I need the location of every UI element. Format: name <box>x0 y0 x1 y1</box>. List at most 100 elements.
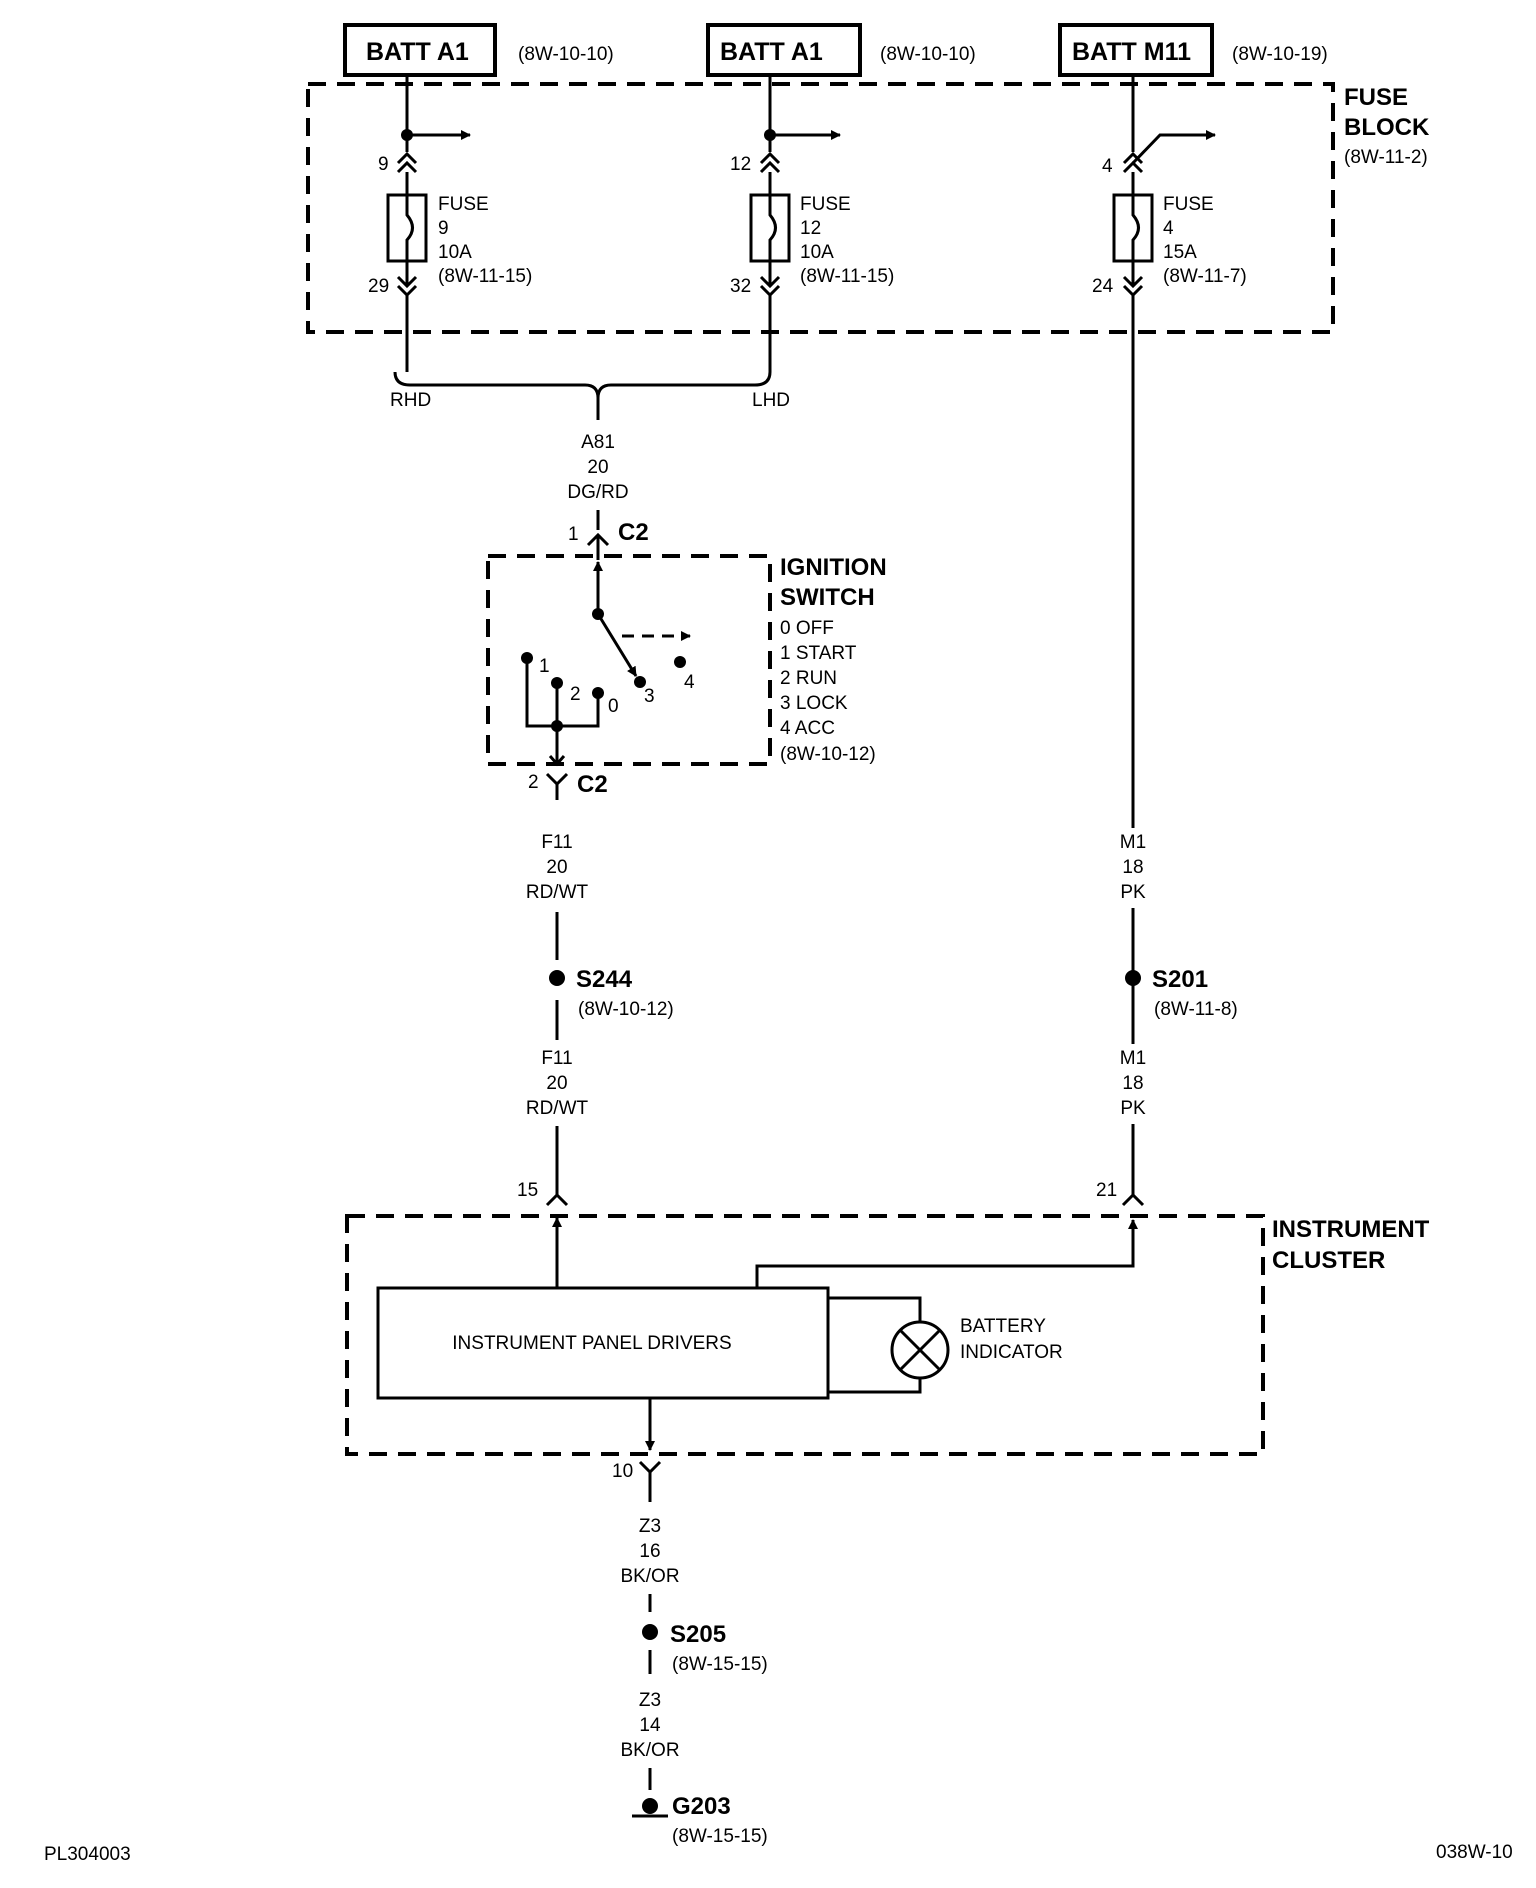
wire-a81: A81 20 DG/RD <box>567 432 629 530</box>
wire-gauge: 14 <box>639 1715 661 1736</box>
fuse-ref: (8W-11-15) <box>438 266 532 287</box>
fuse-rating: 10A <box>438 242 472 263</box>
contact-label-0: 0 <box>608 696 619 717</box>
ignition-switch-border <box>486 554 772 766</box>
fuse-number: 12 <box>800 218 821 239</box>
switch-ref: (8W-10-12) <box>780 744 876 765</box>
fuse-out-pin: 24 <box>1092 276 1114 297</box>
footer-left-id: PL304003 <box>44 1844 131 1865</box>
splice-dot <box>642 1624 658 1640</box>
ignition-switch-title: SWITCH <box>780 584 875 611</box>
splice-name: S244 <box>576 966 633 993</box>
wire-gauge: 16 <box>639 1541 660 1562</box>
wire-circuit: M1 <box>1120 832 1146 853</box>
wire-color: RD/WT <box>526 882 589 903</box>
source-label: BATT A1 <box>720 38 823 66</box>
fuse-block-title: BLOCK <box>1344 114 1430 141</box>
fuse-rating: 15A <box>1163 242 1197 263</box>
wire-gauge: 20 <box>587 457 608 478</box>
splice-name: S205 <box>670 1621 726 1648</box>
indicator-label: BATTERY <box>960 1316 1046 1337</box>
fuse-in-pin: 12 <box>730 154 751 175</box>
ignition-switch: 1 C2 3 4 1 2 0 2 C2 IGNITION SWITCH 0 OF… <box>486 519 887 800</box>
wire-circuit: F11 <box>541 832 572 853</box>
fuse-out-pin: 32 <box>730 276 751 297</box>
source-batt-a1-right: BATT A1 (8W-10-10) <box>706 23 976 77</box>
switch-position: 2 RUN <box>780 668 837 689</box>
wire-circuit: A81 <box>581 432 615 453</box>
wire-m1: M1 18 PK S201 (8W-11-8) M1 18 PK <box>1112 828 1238 1124</box>
source-label: BATT M11 <box>1072 38 1191 66</box>
contact-label-1: 1 <box>539 656 550 677</box>
ignition-switch-title: IGNITION <box>780 554 887 581</box>
wire-color: DG/RD <box>567 482 628 503</box>
cluster-pin: 21 <box>1096 1180 1117 1201</box>
instrument-cluster-title: CLUSTER <box>1272 1247 1385 1274</box>
switch-position: 4 ACC <box>780 718 835 739</box>
switch-position: 1 START <box>780 643 857 664</box>
wire-gauge: 18 <box>1122 857 1143 878</box>
fuse-9: 9 29 FUSE 9 10A (8W-11-15) <box>368 75 532 372</box>
fuse-number: 9 <box>438 218 449 239</box>
source-ref: (8W-10-19) <box>1232 44 1328 65</box>
fuse-in-pin: 4 <box>1102 156 1113 177</box>
cluster-pin: 15 <box>517 1180 538 1201</box>
fuse-in-pin: 9 <box>378 154 389 175</box>
fuse-label: FUSE <box>800 194 851 215</box>
contact-label-2: 2 <box>570 684 581 705</box>
wire-z3: Z3 16 BK/OR S205 (8W-15-15) Z3 14 BK/OR <box>620 1472 768 1790</box>
ground-ref: (8W-15-15) <box>672 1826 768 1847</box>
contact-label-4: 4 <box>684 672 695 693</box>
wire-color: PK <box>1120 1098 1146 1119</box>
wire-circuit: M1 <box>1120 1048 1146 1069</box>
rhd-label: RHD <box>390 390 431 411</box>
fuse-ref: (8W-11-7) <box>1163 266 1247 287</box>
fuse-block-border <box>306 82 1335 334</box>
connector-name: C2 <box>577 771 608 798</box>
wire-gauge: 18 <box>1122 1073 1143 1094</box>
ground-g203: G203 (8W-15-15) <box>632 1793 768 1847</box>
wire-color: RD/WT <box>526 1098 589 1119</box>
fuse-number: 4 <box>1163 218 1174 239</box>
instrument-cluster-title: INSTRUMENT <box>1272 1216 1430 1243</box>
fuse-label: FUSE <box>1163 194 1214 215</box>
wire-circuit: F11 <box>541 1048 572 1069</box>
fuse-label: FUSE <box>438 194 489 215</box>
connector-name: C2 <box>618 519 649 546</box>
instrument-cluster-border <box>345 1214 1265 1456</box>
wire-gauge: 20 <box>546 1073 567 1094</box>
splice-name: S201 <box>1152 966 1208 993</box>
wire-color: BK/OR <box>620 1566 679 1587</box>
connector-pin: 1 <box>568 524 579 545</box>
drivers-label: INSTRUMENT PANEL DRIVERS <box>452 1333 731 1354</box>
wire-color: PK <box>1120 882 1146 903</box>
ground-icon <box>642 1798 658 1814</box>
splice-ref: (8W-15-15) <box>672 1654 768 1675</box>
source-batt-m11: BATT M11 (8W-10-19) <box>1058 23 1328 77</box>
splice-dot <box>1125 970 1141 986</box>
connector-pin: 2 <box>528 772 539 793</box>
source-ref: (8W-10-10) <box>880 44 976 65</box>
wire-f11: F11 20 RD/WT S244 (8W-10-12) F11 20 RD/W… <box>526 832 674 1195</box>
cluster-pin: 10 <box>612 1461 633 1482</box>
instrument-cluster: 15 21 INSTRUMENT CLUSTER INSTRUMENT PANE… <box>345 1180 1430 1482</box>
lhd-label: LHD <box>752 390 790 411</box>
splice-ref: (8W-10-12) <box>578 999 674 1020</box>
fuse-block-ref: (8W-11-2) <box>1344 147 1428 168</box>
indicator-label: INDICATOR <box>960 1342 1063 1363</box>
fuse-out-pin: 29 <box>368 276 389 297</box>
fuse-rating: 10A <box>800 242 834 263</box>
drive-option-brace: RHD LHD <box>390 371 790 420</box>
footer-right-id: 038W-10 <box>1436 1842 1513 1863</box>
fuse-ref: (8W-11-15) <box>800 266 894 287</box>
source-ref: (8W-10-10) <box>518 44 614 65</box>
switch-position: 3 LOCK <box>780 693 848 714</box>
splice-ref: (8W-11-8) <box>1154 999 1238 1020</box>
wire-color: BK/OR <box>620 1740 679 1761</box>
source-batt-a1-left: BATT A1 (8W-10-10) <box>343 23 614 77</box>
ground-name: G203 <box>672 1793 731 1820</box>
instrument-panel-drivers <box>376 1286 830 1400</box>
fuse-12: 12 32 FUSE 12 10A (8W-11-15) <box>730 75 894 372</box>
wire-circuit: Z3 <box>639 1516 661 1537</box>
